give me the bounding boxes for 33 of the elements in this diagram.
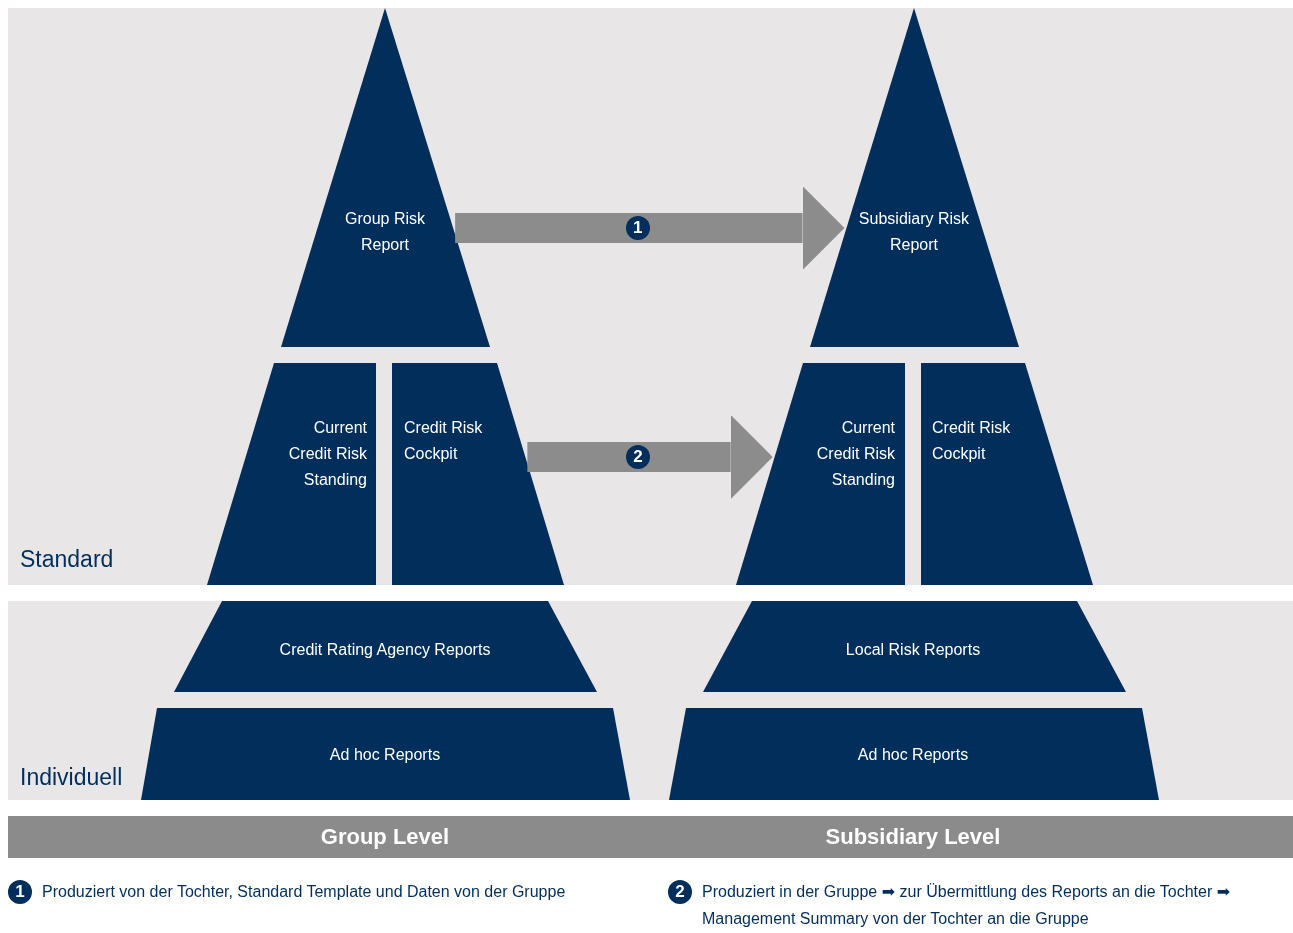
segment-label: Subsidiary Risk Report [857, 209, 971, 255]
callout-number: 1 [8, 880, 32, 904]
standard-band [8, 8, 1293, 585]
footnote: Produziert in der Gruppe ➡ zur Übermittlung des Reports an die Tochter ➡ Management Summary von der Tochter an die Gruppe [702, 882, 1232, 929]
segment-label: Local Risk Reports [844, 640, 982, 660]
segment-label: Current Credit Risk Standing [287, 418, 367, 490]
segment-label: Current Credit Risk Standing [815, 418, 895, 490]
band-title: Standard [20, 546, 115, 572]
pyramid-segment [174, 601, 597, 692]
pyramid-base-segment [141, 708, 630, 800]
band-title: Group Level [319, 824, 451, 850]
segment-label: Credit Risk Cockpit [932, 418, 1012, 464]
pyramid-segment [736, 363, 905, 585]
pyramid-top-triangle [281, 8, 490, 347]
individuell-band [8, 601, 1293, 800]
footnote: Produziert von der Tochter, Standard Template und Daten von der Gruppe [42, 882, 567, 902]
block-arrow [455, 186, 845, 270]
pyramid-segment [207, 363, 376, 585]
segment-label: Group Risk Report [344, 209, 426, 255]
segment-label: Credit Risk Cockpit [404, 418, 484, 464]
callout-number: 2 [668, 880, 692, 904]
segment-label: Ad hoc Reports [328, 745, 442, 765]
block-arrow [527, 415, 773, 499]
pyramid-top-triangle [810, 8, 1019, 347]
level-bar [8, 816, 1293, 858]
pyramid-segment [392, 363, 564, 585]
band-title: Individuell [20, 764, 124, 790]
pyramid-segment [703, 601, 1126, 692]
pyramid-base-segment [669, 708, 1159, 800]
segment-label: Credit Rating Agency Reports [278, 640, 492, 660]
band-title: Subsidiary Level [824, 824, 1002, 850]
segment-label: Ad hoc Reports [856, 745, 970, 765]
pyramid-segment [921, 363, 1093, 585]
